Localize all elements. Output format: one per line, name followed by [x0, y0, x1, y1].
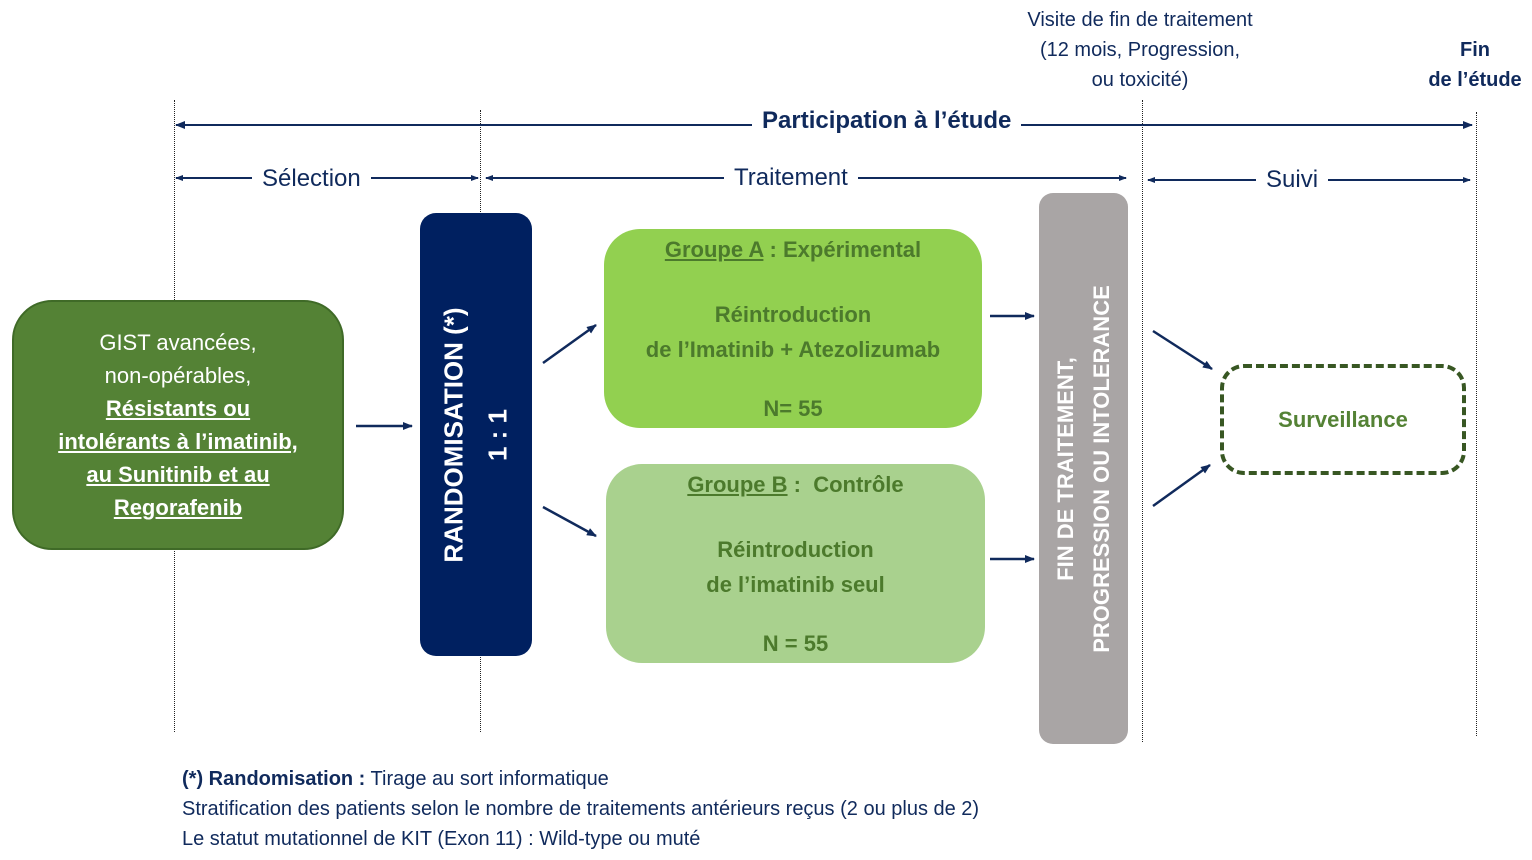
- group-b-description: Réintroduction de l’imatinib seul: [606, 532, 985, 602]
- population-line5: au Sunitinib et au: [86, 462, 270, 487]
- randomisation-title: RANDOMISATION (*): [439, 306, 470, 563]
- group-a-type: Expérimental: [782, 237, 922, 262]
- end-study-label: Fin de l’étude: [1410, 35, 1532, 95]
- end-treatment-line2: PROGRESSION OU INTOLERANCE: [1088, 284, 1114, 653]
- group-a-title: Groupe A : Expérimental: [604, 235, 982, 265]
- population-line1: GIST avancées,: [99, 330, 257, 355]
- footnote: (*) Randomisation : Tirage au sort infor…: [182, 764, 979, 854]
- treatment-label: Traitement: [724, 163, 858, 193]
- population-line2: non-opérables,: [104, 363, 252, 388]
- end-treatment-block: FIN DE TRAITEMENT, PROGRESSION OU INTOLE…: [1039, 193, 1128, 744]
- footnote-definition: Tirage au sort informatique: [370, 768, 609, 790]
- footnote-line2: Stratification des patients selon le nom…: [182, 798, 980, 820]
- end-treatment-text: FIN DE TRAITEMENT, PROGRESSION OU INTOLE…: [1048, 285, 1120, 653]
- rando-to-b-arrow: [542, 505, 597, 538]
- group-b-type: Contrôle: [813, 472, 904, 497]
- surveillance-label: Surveillance: [1278, 406, 1408, 432]
- surveillance-box: Surveillance: [1220, 364, 1466, 475]
- footnote-marker: (*): [182, 768, 204, 790]
- guide-line-end-study: [1476, 112, 1477, 736]
- visit-label-line3: ou toxicité): [1091, 69, 1189, 91]
- end-treatment-line1: FIN DE TRAITEMENT,: [1052, 356, 1078, 581]
- selection-label: Sélection: [252, 164, 371, 194]
- group-b-name: Groupe B: [687, 472, 788, 497]
- followup-label: Suivi: [1256, 165, 1329, 195]
- group-b-separator: :: [787, 472, 814, 497]
- group-b-desc-line1: Réintroduction: [717, 537, 874, 562]
- participation-label: Participation à l’étude: [752, 106, 1022, 136]
- group-a-desc-line2: de l’Imatinib + Atezolizumab: [645, 337, 941, 362]
- group-a-name: Groupe A: [664, 237, 764, 262]
- group-a-box: Groupe A : Expérimental Réintroduction d…: [604, 229, 982, 428]
- visit-label-line2: (12 mois, Progression,: [1039, 39, 1241, 61]
- population-line6: Regorafenib: [113, 495, 243, 520]
- population-line4: intolérants à l’imatinib,: [58, 429, 298, 454]
- visit-label: Visite de fin de traitement (12 mois, Pr…: [990, 5, 1290, 95]
- group-a-separator: :: [763, 237, 783, 262]
- footnote-line1: (*) Randomisation : Tirage au sort infor…: [182, 764, 979, 794]
- group-b-n: N = 55: [762, 631, 829, 656]
- randomisation-block: RANDOMISATION (*) 1 : 1: [420, 213, 532, 656]
- fin-to-surv-arrow-bottom: [1152, 463, 1211, 508]
- footnote-term: Randomisation :: [208, 768, 366, 790]
- end-study-line1: Fin: [1460, 39, 1490, 61]
- fin-to-surv-arrow-top: [1152, 329, 1213, 371]
- population-box: GIST avancées, non-opérables, Résistants…: [12, 300, 344, 550]
- group-b-box: Groupe B : Contrôle Réintroduction de l’…: [606, 464, 985, 663]
- rando-to-a-arrow: [542, 323, 597, 365]
- guide-line-end-treatment: [1142, 100, 1143, 742]
- group-a-n: N= 55: [763, 396, 823, 421]
- end-study-line2: de l’étude: [1428, 69, 1522, 91]
- visit-label-line1: Visite de fin de traitement: [1027, 9, 1253, 31]
- group-a-description: Réintroduction de l’Imatinib + Atezolizu…: [604, 297, 982, 367]
- group-a-desc-line1: Réintroduction: [714, 302, 872, 327]
- randomisation-text: RANDOMISATION (*) 1 : 1: [432, 307, 520, 562]
- population-line3: Résistants ou: [105, 396, 251, 421]
- randomisation-ratio: 1 : 1: [483, 408, 514, 461]
- group-b-title: Groupe B : Contrôle: [606, 470, 985, 500]
- footnote-line3: Le statut mutationnel de KIT (Exon 11) :…: [182, 828, 701, 850]
- group-b-desc-line2: de l’imatinib seul: [706, 572, 885, 597]
